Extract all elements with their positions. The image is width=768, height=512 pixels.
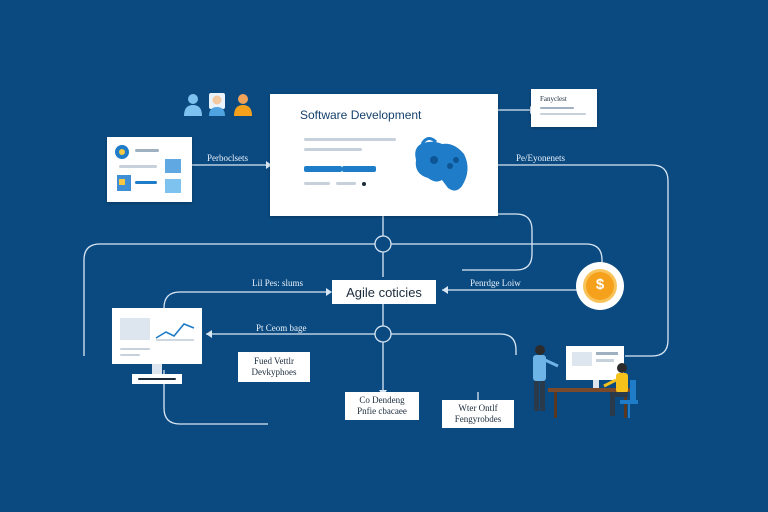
bottom-right-box[interactable]: Wter Ontlf Fengyrobdes xyxy=(442,400,514,428)
monitor-icon xyxy=(112,308,202,386)
bottom-center-line2: Pnfie cbacaee xyxy=(357,406,407,416)
report-card: Fanyclest xyxy=(531,89,597,127)
left-box-line1: Fued Vettlr xyxy=(253,356,295,366)
line-chart-icon xyxy=(155,323,195,341)
main-card-title: Software Development xyxy=(300,108,422,122)
junction-node-bottom xyxy=(374,325,392,343)
gamepad-icon xyxy=(415,137,468,191)
primary-action-button[interactable] xyxy=(304,166,342,172)
software-development-card: Software Development xyxy=(270,94,498,216)
profile-card xyxy=(107,137,192,202)
agile-center-box[interactable]: Agile coticies xyxy=(332,280,436,304)
agile-center-label: Agile coticies xyxy=(346,284,422,300)
flow-label-left-top: Perboclsets xyxy=(207,153,248,163)
left-box-line2: Devkyphoes xyxy=(251,367,297,377)
bottom-center-line1: Co Dendeng xyxy=(359,395,405,405)
left-info-box[interactable]: Fued Vettlr Devkyphoes xyxy=(238,352,310,382)
secondary-action-button[interactable] xyxy=(342,166,376,172)
flow-label-lower-left: Pt Ceom bage xyxy=(256,323,307,333)
flow-label-mid-left: Lil Pes: slums xyxy=(252,278,304,288)
bottom-center-box[interactable]: Co Dendeng Pnfie cbacaee xyxy=(345,392,419,420)
flow-label-right-top: Pe/Eyonenets xyxy=(516,153,565,163)
bottom-right-line1: Wter Ontlf xyxy=(458,403,498,413)
dollar-coin-icon: $ xyxy=(576,262,624,310)
flow-label-mid-right: Penrdge Loiw xyxy=(470,278,521,288)
bottom-right-line2: Fengyrobdes xyxy=(454,414,502,424)
team-icon xyxy=(182,92,254,118)
report-card-title: Fanyclest xyxy=(540,95,567,103)
junction-node-top xyxy=(374,235,392,253)
coin-symbol: $ xyxy=(595,276,605,293)
team-at-desk-illustration xyxy=(533,345,638,418)
